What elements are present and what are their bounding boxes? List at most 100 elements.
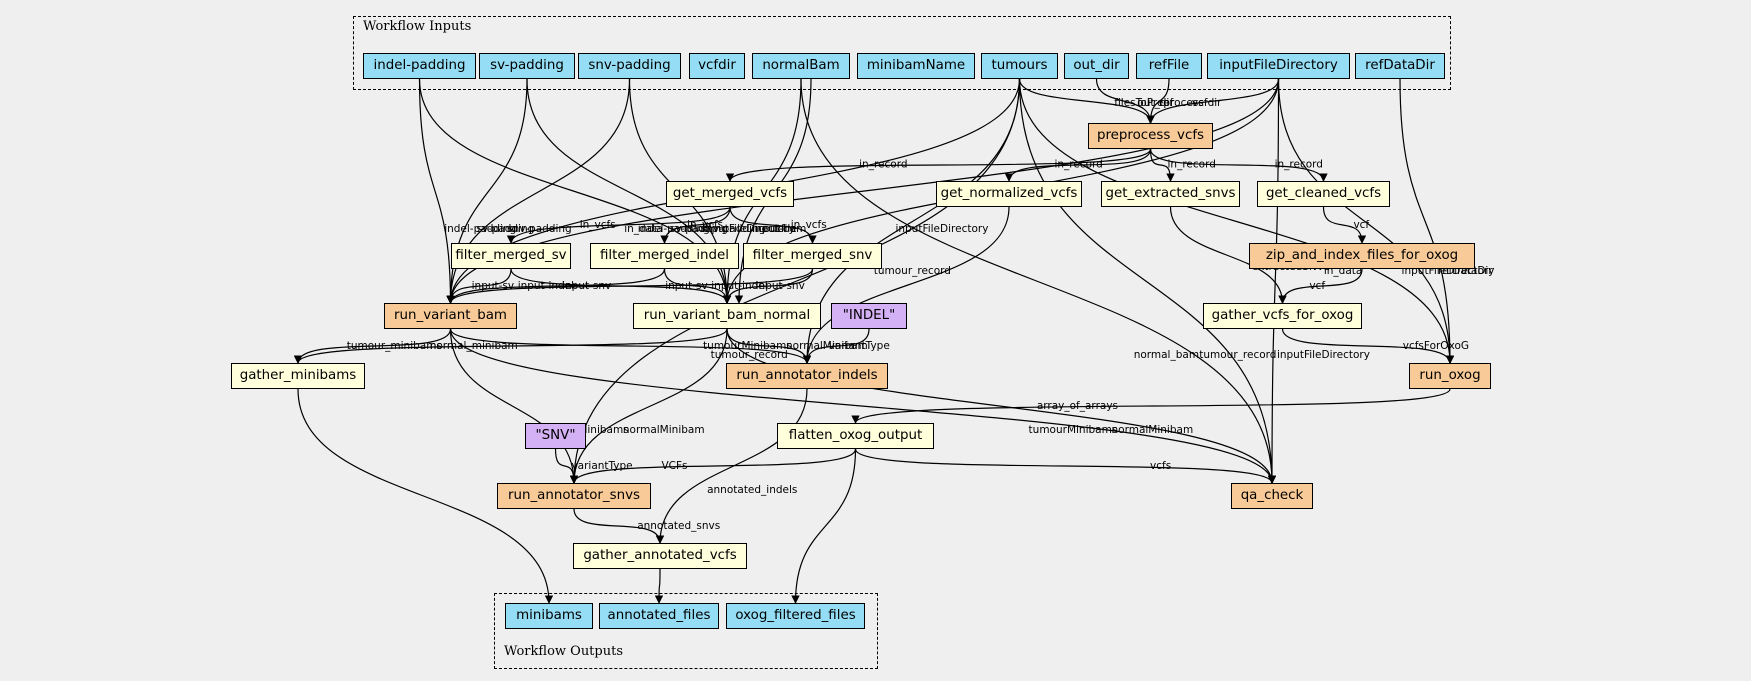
node-gather-annotated-vcfs[interactable]: gather_annotated_vcfs (573, 543, 747, 569)
edge-label: in_vcfs (687, 219, 723, 231)
node-snv-const[interactable]: "SNV" (525, 423, 586, 449)
edge-label: vcfsForOxoG (1403, 340, 1469, 352)
edge-normalBam-to-qa-check (800, 78, 1277, 484)
node-normalBam[interactable]: normalBam (752, 53, 850, 79)
edge-run-variant-bam-to-qa-check (449, 328, 1277, 484)
edge-tumours-to-run-annotator-snvs (569, 78, 1021, 484)
edge-run-annotator-snvs-to-gather-annotated-vcfs (573, 508, 665, 544)
edge-filter-merged-indel-to-run-variant-bam-normal (663, 268, 732, 304)
node-run-variant-bam-normal[interactable]: run_variant_bam_normal (633, 303, 821, 329)
node-snv-padding[interactable]: snv-padding (578, 53, 681, 79)
node-inputFileDirectory[interactable]: inputFileDirectory (1207, 53, 1350, 79)
edge-snv-padding-to-run-variant-bam (446, 78, 631, 304)
edge-label: in_vcfs (791, 219, 827, 231)
node-filter-merged-snv[interactable]: filter_merged_snv (743, 243, 882, 269)
edge-label: inputFileDirectory (895, 223, 988, 235)
edge-filter-merged-snv-to-run-variant-bam-normal (722, 268, 814, 304)
edge-gather-vcfs-for-oxog-to-run-oxog (1281, 328, 1455, 364)
edge-preprocess-vcfs-to-get-normalized-vcfs (1004, 148, 1152, 182)
edge-label: VCFs (661, 460, 687, 472)
workflow-outputs-label: Workflow Outputs (504, 644, 623, 659)
edge-preprocess-vcfs-to-get-extracted-snvs (1149, 148, 1175, 182)
node-minibams[interactable]: minibams (505, 603, 593, 629)
node-refFile[interactable]: refFile (1136, 53, 1202, 79)
node-sv-padding[interactable]: sv-padding (479, 53, 575, 79)
node-get-cleaned-vcfs[interactable]: get_cleaned_vcfs (1257, 181, 1390, 207)
edge-inputFileDirectory-to-preprocess-vcfs (1146, 78, 1280, 124)
node-vcfdir[interactable]: vcfdir (689, 53, 745, 79)
edge-label: variantType (571, 460, 632, 472)
edge-label: out_dir (1137, 97, 1174, 109)
node-get-merged-vcfs[interactable]: get_merged_vcfs (666, 181, 794, 207)
node-oxog-filtered-files[interactable]: oxog_filtered_files (726, 603, 865, 629)
node-zip-and-index[interactable]: zip_and_index_files_for_oxog (1249, 243, 1475, 269)
node-get-normalized-vcfs[interactable]: get_normalized_vcfs (936, 181, 1082, 207)
edge-label: vcfdir (1192, 97, 1222, 109)
edge-label: inputFileDirectory (1277, 349, 1370, 361)
edge-run-variant-bam-normal-to-run-annotator-snvs (569, 328, 728, 484)
node-gather-minibams[interactable]: gather_minibams (231, 363, 365, 389)
node-run-variant-bam[interactable]: run_variant_bam (384, 303, 517, 329)
edge-label: vcf (1309, 280, 1325, 292)
edge-label: array_of_arrays (1037, 400, 1118, 412)
edge-tumours-to-run-oxog (1018, 78, 1455, 364)
node-indel-padding[interactable]: indel-padding (363, 53, 476, 79)
node-annotated-files[interactable]: annotated_files (599, 603, 719, 629)
edge-label: snv-padding (701, 223, 766, 235)
edge-label: input-snv (562, 280, 611, 292)
edge-label: tumourMinibams (1029, 424, 1118, 436)
node-run-annotator-snvs[interactable]: run_annotator_snvs (497, 483, 651, 509)
edge-label: annotated_snvs (637, 520, 720, 532)
node-preprocess-vcfs[interactable]: preprocess_vcfs (1088, 123, 1213, 149)
edge-label: annotated_indels (707, 484, 797, 496)
edge-filter-merged-indel-to-run-variant-bam (446, 268, 666, 304)
edge-label: in_data (624, 223, 662, 235)
edge-run-variant-bam-to-run-annotator-snvs (449, 328, 579, 484)
edge-inputFileDirectory-to-run-oxog (1277, 78, 1455, 364)
node-qa-check[interactable]: qa_check (1231, 483, 1313, 509)
edge-label: in_record (1275, 158, 1323, 170)
node-minibamName[interactable]: minibamName (857, 53, 975, 79)
edge-label: vcfs (1150, 460, 1171, 472)
edge-label: normal_minibam (430, 340, 518, 352)
edge-label: snv-padding (507, 223, 572, 235)
edge-filter-merged-sv-to-run-variant-bam-normal (510, 268, 732, 304)
edge-flatten-oxog-output-to-qa-check (854, 448, 1277, 484)
edge-label: inputFileDirectory (702, 223, 795, 235)
edge-zip-and-index-to-gather-vcfs-for-oxog (1278, 268, 1363, 304)
edge-run-variant-bam-to-run-annotator-indels (449, 328, 812, 364)
edge-label: normalMinibam (786, 340, 868, 352)
edge-label: indel-padding (444, 223, 516, 235)
node-run-oxog[interactable]: run_oxog (1409, 363, 1491, 389)
node-filter-merged-sv[interactable]: filter_merged_sv (451, 243, 571, 269)
node-get-extracted-snvs[interactable]: get_extracted_snvs (1101, 181, 1240, 207)
edge-label: input-bam (752, 223, 806, 235)
edge-label: variantType (829, 340, 890, 352)
node-flatten-oxog-output[interactable]: flatten_oxog_output (777, 423, 934, 449)
node-gather-vcfs-for-oxog[interactable]: gather_vcfs_for_oxog (1203, 303, 1362, 329)
edge-label: normal_bam (1134, 349, 1199, 361)
edge-run-variant-bam-normal-to-qa-check (726, 328, 1277, 484)
node-indel-const[interactable]: "INDEL" (831, 303, 907, 329)
edge-label: tumour_record (711, 349, 788, 361)
edge-label: input-indel (711, 280, 767, 292)
workflow-outputs-cluster (494, 593, 878, 669)
edge-label: in_record (1054, 158, 1102, 170)
edge-gather-minibams-to-minibams (297, 388, 554, 604)
node-run-annotator-indels[interactable]: run_annotator_indels (726, 363, 888, 389)
node-tumours[interactable]: tumours (981, 53, 1058, 79)
edge-refDataDir-to-run-oxog (1399, 78, 1455, 364)
edge-get-normalized-vcfs-to-run-annotator-indels (802, 206, 1010, 364)
node-filter-merged-indel[interactable]: filter_merged_indel (590, 243, 739, 269)
node-refDataDir[interactable]: refDataDir (1355, 53, 1445, 79)
node-out-dir[interactable]: out_dir (1064, 53, 1129, 79)
edge-label: normalMinibam (1112, 424, 1194, 436)
edge-label: outfile (764, 223, 797, 235)
edge-indel-padding-to-run-variant-bam (418, 78, 455, 304)
edge-get-merged-vcfs-to-filter-merged-indel (660, 206, 731, 244)
edge-flatten-oxog-output-to-oxog-filtered-files (791, 448, 857, 604)
edge-preprocess-vcfs-to-get-cleaned-vcfs (1149, 148, 1328, 182)
edge-label: vcf (1353, 219, 1369, 231)
edge-out-dir-to-preprocess-vcfs (1095, 78, 1155, 124)
edge-run-annotator-indels-to-gather-annotated-vcfs (655, 388, 808, 544)
